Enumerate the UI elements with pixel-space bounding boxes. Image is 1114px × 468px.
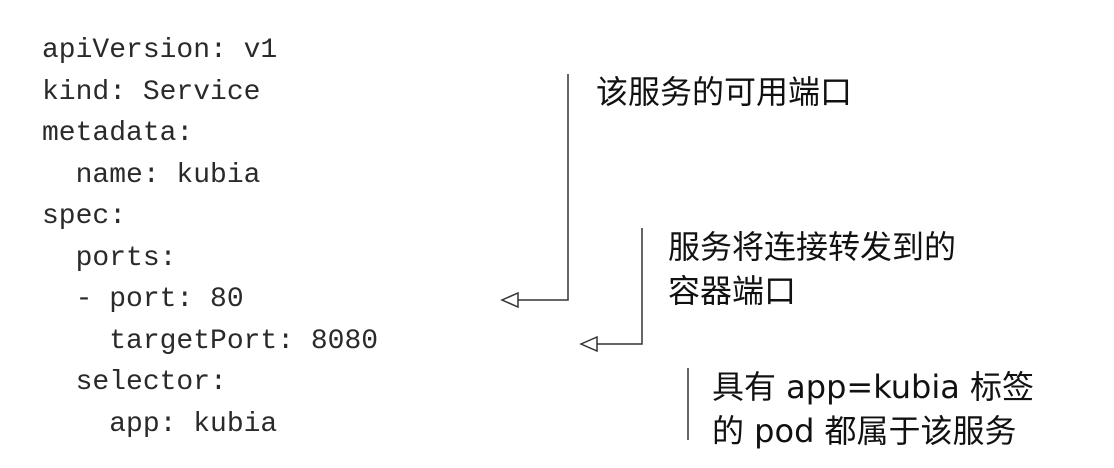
code-line-selector: selector: [42, 367, 227, 398]
code-line-targetport: targetPort: 8080 [42, 325, 379, 357]
service-yaml-code: apiVersion: v1 kind: Service metadata: nam… [42, 30, 378, 445]
port-annotation-line-1: 该服务的可用端口 [596, 73, 853, 111]
port-arrowhead-icon [500, 291, 519, 309]
code-line-apiversion: apiVersion: v1 [42, 35, 278, 66]
code-line-app: app: kubia [42, 408, 278, 440]
targetport-annotation-line-2: 容器端口 [668, 272, 797, 310]
targetport-annotation-line-1: 服务将连接转发到的 [668, 228, 957, 266]
selector-annotation-line-2: 的 pod 都属于该服务 [712, 412, 1017, 450]
selector-annotation: 具有 app=kubia 标签 的 pod 都属于该服务 [712, 365, 1034, 453]
code-line-kind: kind: Service [42, 76, 261, 108]
code-line-name: name: kubia [42, 159, 261, 191]
code-line-spec: spec: [42, 201, 127, 232]
port-annotation: 该服务的可用端口 [596, 70, 852, 114]
targetport-connector-line [597, 228, 643, 345]
code-line-port: - port: 80 [42, 284, 244, 315]
code-line-metadata: metadata: [42, 118, 194, 149]
code-line-ports: ports: [42, 242, 177, 274]
selector-annotation-line-1: 具有 app=kubia 标签 [712, 368, 1035, 406]
port-connector-line [518, 74, 569, 301]
targetport-arrowhead-icon [579, 335, 598, 353]
targetport-annotation: 服务将连接转发到的 容器端口 [668, 225, 956, 313]
